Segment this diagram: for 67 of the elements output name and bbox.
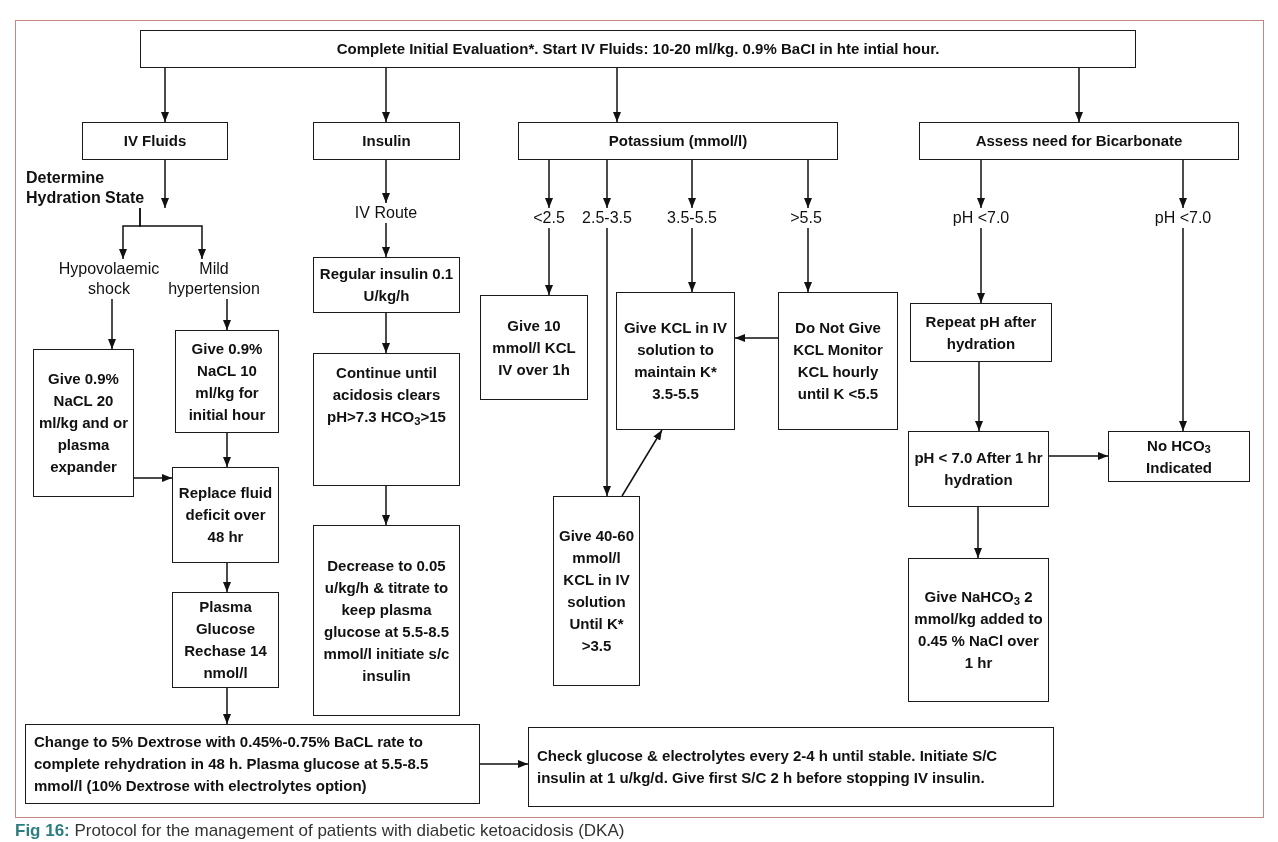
arrow [139, 207, 206, 260]
arrow [161, 67, 169, 123]
arrow [161, 159, 169, 209]
arrow [613, 67, 621, 123]
arrow [223, 687, 231, 725]
step-label: Determine Hydration State [26, 168, 162, 208]
process-box: Give NaHCO$_{3}$ 2 mmol/kg added to 0.45 % NaCl over 1 hr [908, 558, 1049, 702]
arrow [621, 429, 663, 497]
process-box: Give 0.9% NaCL 20 ml/kg and or plasma expander [33, 349, 134, 497]
range-label: 3.5-5.5 [667, 208, 717, 228]
arrow [977, 227, 985, 304]
process-box: Continue until acidosis clears pH>7.3 HCO$_{3}$>15 [313, 353, 460, 486]
arrow [223, 432, 231, 468]
arrow [688, 227, 696, 293]
figure-caption: Fig 16: Protocol for the management of patients with diabetic ketoacidosis (DKA) [15, 821, 625, 841]
process-box: Replace fluid deficit over 48 hr [172, 467, 279, 563]
condition-label: pH <7.0 [952, 208, 1010, 228]
process-box: Do Not Give KCL Monitor KCL hourly until K <5.5 [778, 292, 898, 430]
arrow [804, 227, 812, 293]
arrow [382, 159, 390, 204]
arrow [223, 298, 231, 331]
arrow [382, 485, 390, 526]
process-box: Decrease to 0.05 u/kg/h & titrate to keep plasma glucose at 5.5-8.5 mmol/l initiate s/c insulin [313, 525, 460, 716]
arrow [382, 312, 390, 354]
arrow [108, 298, 116, 350]
arrow [975, 361, 983, 432]
arrow [603, 227, 611, 497]
arrow [1048, 452, 1109, 460]
process-box: Give 0.9% NaCL 10 ml/kg for initial hour [175, 330, 279, 433]
instruction-box: Check glucose & electrolytes every 2-4 h until stable. Initiate S/C insulin at 1 u/kg/d. Give first S/C 2 h before stopping IV insulin. [528, 727, 1054, 807]
process-box: Give 10 mmol/l KCL IV over 1h [480, 295, 588, 400]
arrow [545, 159, 553, 209]
arrow [1179, 227, 1187, 432]
arrow [1179, 159, 1187, 209]
range-label: 2.5-3.5 [582, 208, 632, 228]
arrow [734, 334, 779, 342]
process-box: Give KCL in IV solution to maintain K* 3.5-5.5 [616, 292, 735, 430]
category-box: Assess need for Bicarbonate [919, 122, 1239, 160]
process-box: Give 40-60 mmol/l KCL in IV solution Until K* >3.5 [553, 496, 640, 686]
condition-label: Hypovolaemic shock [56, 259, 162, 299]
arrow [977, 159, 985, 209]
arrow [545, 227, 553, 296]
process-box: Regular insulin 0.1 U/kg/h [313, 257, 460, 313]
category-box: Insulin [313, 122, 460, 160]
instruction-box: Change to 5% Dextrose with 0.45%-0.75% BaCL rate to complete rehydration in 48 h. Plasma glucose at 5.5-8.5 mmol/l (10% Dextrose with electrolytes option) [25, 724, 480, 804]
arrow [974, 506, 982, 559]
process-box: Plasma Glucose Rechase 14 nmol/l [172, 592, 279, 688]
arrow [479, 760, 529, 768]
arrow [688, 159, 696, 209]
arrow [382, 222, 390, 258]
condition-label: pH <7.0 [1154, 208, 1212, 228]
range-label: >5.5 [790, 208, 822, 228]
arrow [133, 474, 173, 482]
range-label: <2.5 [533, 208, 565, 228]
route-label: IV Route [354, 203, 418, 223]
arrow [1075, 67, 1083, 123]
arrow [603, 159, 611, 209]
category-box: Potassium (mmol/l) [518, 122, 838, 160]
process-box: Repeat pH after hydration [910, 303, 1052, 362]
arrow [223, 562, 231, 593]
process-box: pH < 7.0 After 1 hr hydration [908, 431, 1049, 507]
start-box: Complete Initial Evaluation*. Start IV Fluids: 10-20 ml/kg. 0.9% BaCI in hte intial hour. [140, 30, 1136, 68]
category-box: IV Fluids [82, 122, 228, 160]
condition-label: Mild hypertension [167, 259, 261, 299]
arrow [804, 159, 812, 209]
process-box: No HCO$_{3}$ Indicated [1108, 431, 1250, 482]
arrow [382, 67, 390, 123]
